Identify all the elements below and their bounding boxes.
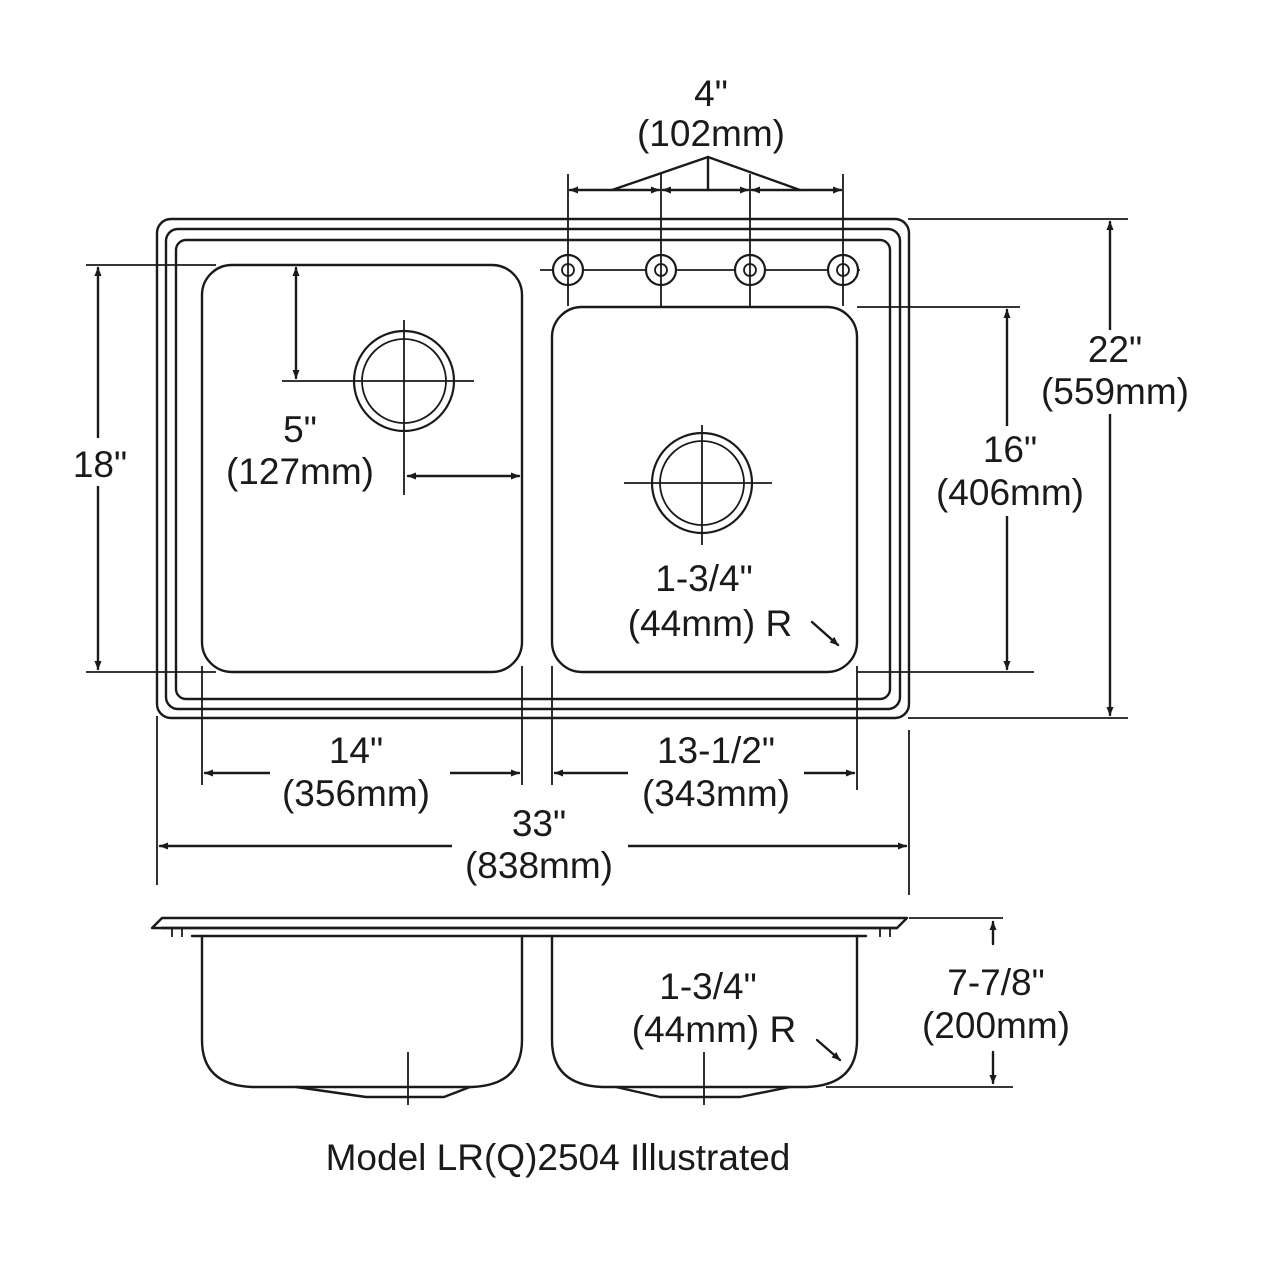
- model-caption: Model LR(Q)2504 Illustrated: [326, 1137, 791, 1178]
- corner-radius-top-imperial: 1-3/4": [655, 558, 752, 599]
- overall-depth-imperial: 22": [1088, 329, 1142, 370]
- deck-rim-1: [164, 227, 902, 711]
- corner-radius-side-metric: (44mm) R: [632, 1009, 796, 1050]
- top-view: 4" (102mm) 22" (559mm) 18" 16" (: [62, 73, 1190, 895]
- corner-radius-top-metric: (44mm) R: [628, 603, 792, 644]
- overall-depth-dimension: 22" (559mm): [908, 218, 1190, 719]
- overall-depth-metric: (559mm): [1041, 371, 1189, 412]
- right-bowl-length-metric: (406mm): [936, 472, 1084, 513]
- drain-offset-dimension: 5" (127mm): [226, 266, 521, 492]
- faucet-spacing-dimension: 4" (102mm): [568, 73, 843, 194]
- faucet-holes: [540, 174, 860, 306]
- bowl-depth-dimension: 7-7/8" (200mm): [826, 917, 1070, 1088]
- left-bowl: [200, 263, 524, 674]
- left-drain: [282, 320, 474, 495]
- left-bowl-width-dimension: 14" (356mm): [201, 666, 523, 815]
- corner-radius-top-callout: 1-3/4" (44mm) R: [628, 558, 840, 647]
- right-bowl-width-dimension: 13-1/2" (343mm): [551, 666, 858, 815]
- deck-rim-2: [174, 238, 892, 701]
- deck-outer-edge: [155, 217, 911, 720]
- bowl-depth-imperial: 7-7/8": [947, 962, 1044, 1003]
- right-bowl-width-metric: (343mm): [642, 773, 790, 814]
- faucet-spacing-metric: (102mm): [637, 113, 785, 154]
- drain-offset-metric: (127mm): [226, 451, 374, 492]
- bowl-depth-metric: (200mm): [922, 1005, 1070, 1046]
- corner-radius-side-callout: 1-3/4" (44mm) R: [632, 966, 842, 1062]
- left-bowl-width-imperial: 14": [329, 730, 383, 771]
- left-bowl-width-metric: (356mm): [282, 773, 430, 814]
- right-bowl-width-imperial: 13-1/2": [657, 730, 775, 771]
- overall-width-metric: (838mm): [465, 845, 613, 886]
- faucet-spacing-imperial: 4": [694, 73, 728, 114]
- right-bowl: [550, 305, 859, 674]
- side-left-bowl: [200, 934, 524, 1089]
- side-deck-flange: [150, 916, 909, 930]
- right-bowl-length-dimension: 16" (406mm): [857, 306, 1095, 673]
- drain-offset-imperial: 5": [283, 409, 317, 450]
- left-bowl-length-imperial: 18": [73, 444, 127, 485]
- right-bowl-length-imperial: 16": [983, 429, 1037, 470]
- right-drain: [624, 425, 772, 545]
- side-view: 1-3/4" (44mm) R 7-7/8" (200mm): [150, 916, 1070, 1105]
- corner-radius-side-imperial: 1-3/4": [659, 966, 756, 1007]
- overall-width-imperial: 33": [512, 803, 566, 844]
- left-bowl-length-dimension: 18": [62, 264, 216, 673]
- overall-width-dimension: 33" (838mm): [156, 716, 910, 895]
